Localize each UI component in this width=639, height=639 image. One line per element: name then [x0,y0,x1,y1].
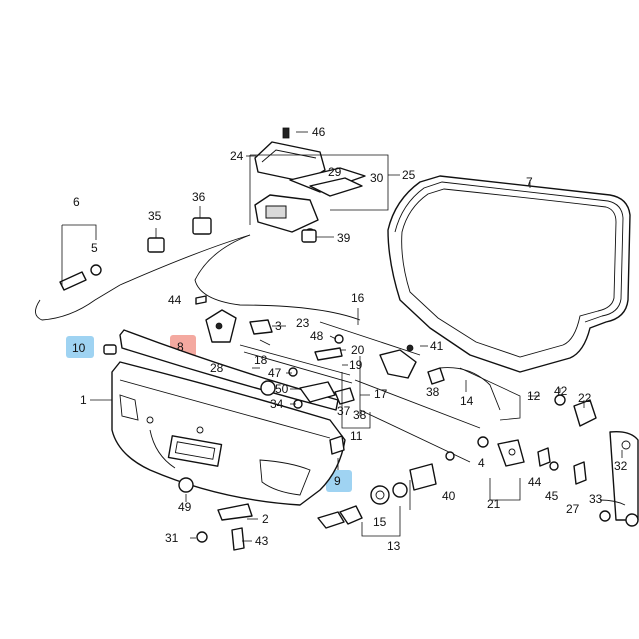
callout-41: 41 [430,339,444,353]
callout-9: 9 [334,474,341,488]
callout-1: 1 [80,393,87,407]
callout-4: 4 [478,456,485,470]
callout-10: 10 [72,341,86,355]
callout-44-right: 44 [528,475,542,489]
callout-20: 20 [351,343,365,357]
callout-10-highlight [66,336,94,358]
callout-15: 15 [373,515,387,529]
callout-29: 29 [328,165,342,179]
tailgate-lower-panel [111,361,346,506]
callout-17: 17 [374,387,388,401]
clip-35 [147,237,165,253]
callout-21: 21 [487,497,501,511]
callout-12: 12 [527,389,541,403]
clip-10 [103,344,117,355]
callout-22: 22 [578,391,592,405]
callout-33: 33 [589,492,603,506]
opener-assembly [254,127,366,240]
callout-2: 2 [262,512,269,526]
callout-39: 39 [337,231,351,245]
callout-34: 34 [270,397,284,411]
callout-6: 6 [73,195,80,209]
callout-43: 43 [255,534,269,548]
callout-14: 14 [460,394,474,408]
callout-11: 11 [350,429,363,443]
callout-19: 19 [349,358,363,372]
callout-8: 8 [177,340,184,354]
callout-25: 25 [402,168,416,182]
callout-36: 36 [192,190,206,204]
latch-and-rods [195,295,501,463]
clip-39 [301,229,317,243]
callout-49: 49 [178,500,192,514]
callout-46: 46 [312,125,326,139]
callout-3: 3 [275,319,282,333]
callout-40: 40 [442,489,456,503]
callout-27: 27 [566,502,580,516]
callout-31: 31 [165,531,179,545]
callout-13: 13 [387,539,401,553]
callout-37: 37 [337,404,351,418]
callout-48: 48 [310,329,324,343]
callout-23: 23 [296,316,310,330]
callout-42: 42 [554,384,568,398]
weatherstrip-seal [387,175,631,373]
release-cable [35,234,361,321]
callout-5: 5 [91,241,98,255]
callout-7: 7 [526,175,533,189]
right-hardware [445,394,639,527]
callout-44-left: 44 [168,293,182,307]
callout-38-upper: 38 [426,385,440,399]
callout-28: 28 [210,361,224,375]
callout-47: 47 [268,366,282,380]
lock-cylinder-set [178,435,437,551]
callout-18: 18 [254,353,268,367]
callout-30: 30 [370,171,384,185]
callout-35: 35 [148,209,162,223]
clip-36 [192,217,212,235]
callout-32: 32 [614,459,628,473]
callout-24: 24 [230,149,244,163]
callout-38-lower: 38 [353,408,367,422]
callout-16: 16 [351,291,365,305]
callout-45: 45 [545,489,559,503]
callout-50: 50 [275,382,289,396]
